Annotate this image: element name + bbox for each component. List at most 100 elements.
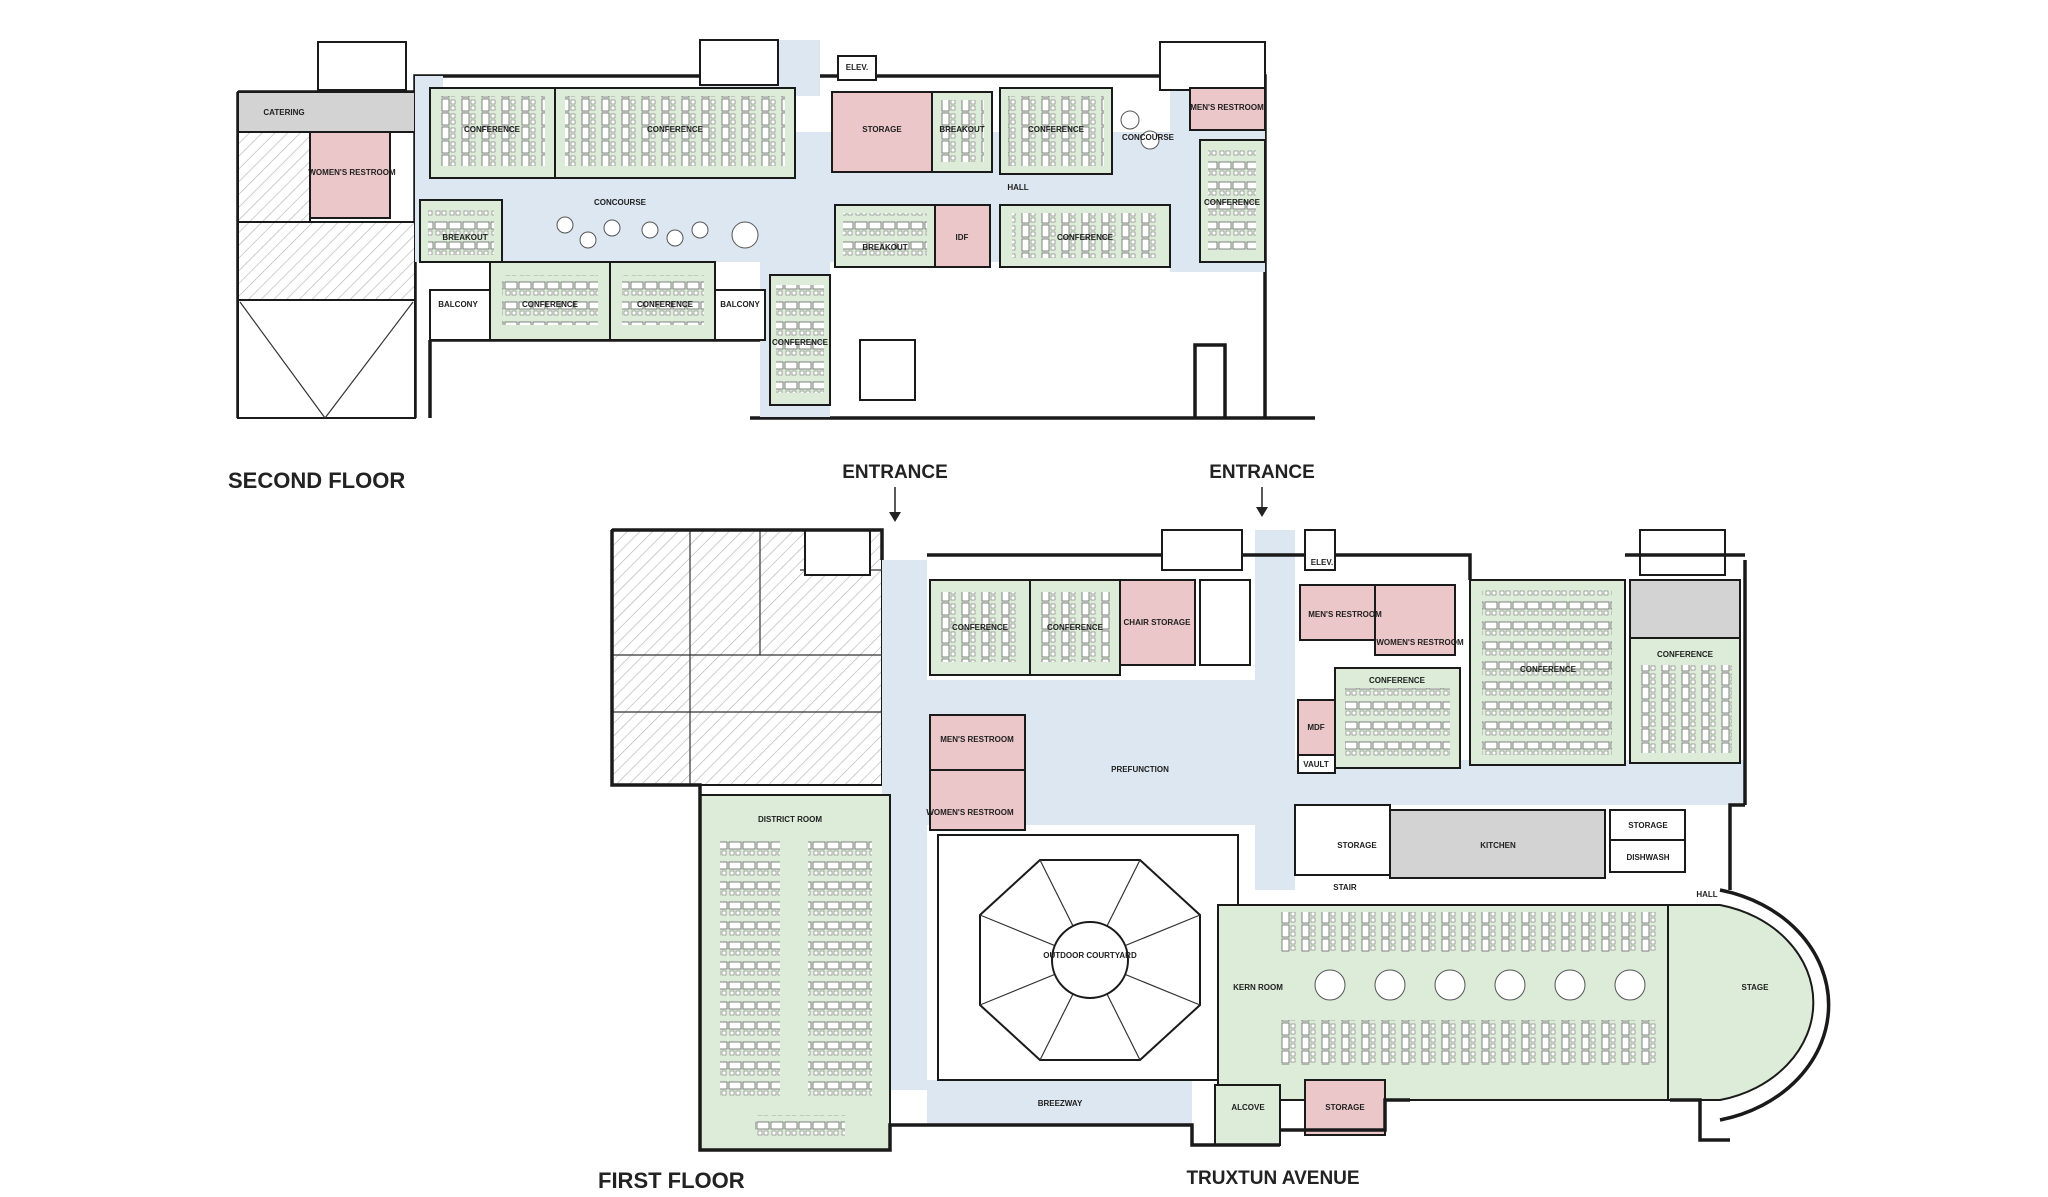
sf-east-stair: [1159, 41, 1266, 91]
sf-breakout-1-tables: [940, 100, 984, 162]
ff-stage-area: [1667, 904, 1815, 1101]
sf-conference-label-1: CONFERENCE: [464, 125, 521, 134]
ff-kitchen-room: [1389, 809, 1606, 879]
ff-womens-restroom-label-1: WOMEN'S RESTROOM: [926, 808, 1014, 817]
ff-alcove-label: ALCOVE: [1231, 1103, 1265, 1112]
entrance-arrow-icon: [1256, 487, 1268, 517]
ff-closet-room: [1199, 579, 1251, 666]
sf-west-stair: [317, 41, 407, 91]
ff-alcove-room: [1214, 1084, 1281, 1146]
ff-conference-label-4: CONFERENCE: [1369, 676, 1426, 685]
ff-mens-restroom-label-1: MEN'S RESTROOM: [940, 735, 1014, 744]
ff-stage-label: STAGE: [1742, 983, 1770, 992]
ff-courtyard-center-circle: [1051, 921, 1129, 999]
sf-balcony-1-area: [429, 289, 491, 341]
ff-chair-storage-room: [1119, 579, 1196, 666]
sf-catering-room: [237, 91, 416, 133]
sf-elev-label: ELEV.: [846, 63, 868, 72]
ff-kern-room-round-tables: [1314, 969, 1646, 1001]
sf-open-below-area: [237, 299, 416, 419]
ff-storage-label-1: STORAGE: [1337, 841, 1377, 850]
ff-kitchen-label: KITCHEN: [1480, 841, 1516, 850]
first-floor-title: FIRST FLOOR: [598, 1168, 745, 1193]
ff-district-room-label: DISTRICT ROOM: [758, 815, 822, 824]
ff-vault-label: VAULT: [1303, 760, 1329, 769]
ff-service-room: [1629, 579, 1741, 639]
ff-prefunction-label: PREFUNCTION: [1111, 765, 1169, 774]
sf-hatched-area-1: [237, 131, 311, 223]
first-floor-plan: [610, 528, 1831, 1152]
sf-conference-7-tables: [622, 275, 704, 325]
entrance-label-right: ENTRANCE: [1209, 462, 1315, 483]
sf-balcony-label-2: BALCONY: [720, 300, 760, 309]
sf-concourse-label-2: CONCOURSE: [594, 198, 647, 207]
ff-kern-room-tables-south: [1280, 1020, 1660, 1065]
street-label: TRUXTUN AVENUE: [1186, 1168, 1359, 1189]
ff-district-room-tables-east: [808, 840, 872, 1100]
ff-mdf-room: [1297, 699, 1336, 756]
ff-mdf-label: MDF: [1307, 723, 1324, 732]
sf-conference-4-tables: [1208, 150, 1256, 250]
ff-conference-label-5: CONFERENCE: [1657, 650, 1714, 659]
ff-storage-label-3: STORAGE: [1325, 1103, 1365, 1112]
sf-breakout-label-3: BREAKOUT: [862, 243, 907, 252]
ff-elevator: [1304, 529, 1336, 571]
ff-dishwash-label: DISHWASH: [1626, 853, 1669, 862]
first-floor-labels: CONFERENCE CONFERENCE CHAIR STORAGE ELEV…: [758, 558, 1769, 1112]
second-floor-plan: CATERING WOMEN'S RESTROOM CONFERENCE CON…: [236, 39, 1315, 420]
ff-mens-restroom-label-2: MEN'S RESTROOM: [1308, 610, 1382, 619]
sf-elevator: [837, 55, 877, 81]
ff-elev-label: ELEV.: [1311, 558, 1333, 567]
sf-conference-2-tables: [565, 96, 785, 166]
sf-conference-1-tables: [440, 96, 545, 166]
ff-district-room-tables-west: [720, 840, 780, 1100]
sf-mens-restroom-room: [1189, 87, 1266, 131]
sf-open-below-lines: [239, 301, 414, 419]
sf-north-stair: [699, 39, 779, 86]
ff-conference-label-3: CONFERENCE: [1520, 665, 1577, 674]
ff-north-stair: [1161, 529, 1243, 571]
ff-dishwash-room: [1609, 839, 1686, 873]
sf-womens-restroom-room: [309, 131, 391, 219]
ff-conference-4-tables: [1345, 688, 1450, 758]
sf-conference-label-7: CONFERENCE: [637, 300, 694, 309]
ff-chair-storage-label: CHAIR STORAGE: [1124, 618, 1192, 627]
ff-breezway-label: BREEZWAY: [1038, 1099, 1083, 1108]
sf-conference-label-5: CONFERENCE: [1057, 233, 1114, 242]
ff-vault-room: [1297, 754, 1336, 774]
sf-balcony-label-1: BALCONY: [438, 300, 478, 309]
sf-idf-label: IDF: [956, 233, 969, 242]
ff-conference-5-tables: [1640, 665, 1732, 753]
entrance-arrow-icon: [889, 487, 901, 522]
sf-conference-label-3: CONFERENCE: [1028, 125, 1085, 134]
ff-outdoor-courtyard-label: OUTDOOR COURTYARD: [1043, 951, 1137, 960]
ff-conference-1-tables: [940, 592, 1020, 662]
sf-conference-5-tables: [1012, 213, 1158, 258]
sf-womens-restroom-label: WOMEN'S RESTROOM: [308, 168, 396, 177]
sf-storage-label: STORAGE: [862, 125, 902, 134]
sf-conference-3-tables: [1008, 96, 1104, 166]
ff-storage-3-room: [1304, 1079, 1386, 1136]
sf-breakout-label-2: BREAKOUT: [442, 233, 487, 242]
ff-womens-restroom-1-room: [929, 769, 1026, 831]
first-floor-outer-wall: [610, 528, 1747, 1152]
ff-hall-label: HALL: [1696, 890, 1717, 899]
ff-mens-restroom-1-room: [929, 714, 1026, 771]
sf-catering-label: CATERING: [263, 108, 304, 117]
sf-breakout-3-tables: [843, 213, 927, 258]
ff-central-corridor: [1255, 530, 1295, 890]
sf-conference-label-2: CONFERENCE: [647, 125, 704, 134]
ff-storage-label-2: STORAGE: [1628, 821, 1668, 830]
sf-balcony-2-area: [714, 289, 766, 341]
second-floor-title: SECOND FLOOR: [228, 468, 405, 493]
ff-conference-label-1: CONFERENCE: [952, 623, 1009, 632]
ff-womens-restroom-label-2: WOMEN'S RESTROOM: [1376, 638, 1464, 647]
sf-hall-label: HALL: [1007, 183, 1028, 192]
ff-west-stair: [804, 529, 871, 576]
ff-conference-2-tables: [1040, 592, 1110, 662]
ff-west-existing-walls: [612, 530, 882, 785]
sf-breakout-2-tables: [428, 210, 494, 255]
sf-conference-label-6: CONFERENCE: [522, 300, 579, 309]
sf-mens-restroom-label: MEN'S RESTROOM: [1190, 103, 1264, 112]
